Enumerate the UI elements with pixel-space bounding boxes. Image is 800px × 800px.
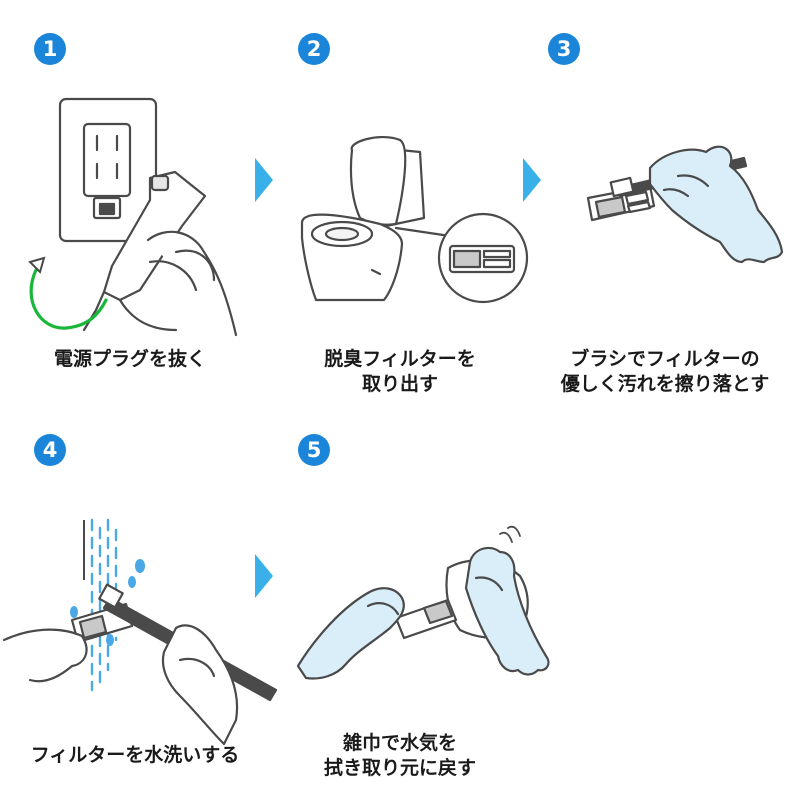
arrow-2-to-3 [523, 158, 541, 202]
step-5-badge: 5 [298, 434, 330, 466]
step-1-badge: 1 [34, 33, 66, 65]
step-1-caption: 電源プラグを抜く [53, 348, 206, 370]
power-cord [29, 268, 108, 330]
step-4-caption: フィルターを水洗いする [30, 744, 240, 766]
brush-illustration [586, 145, 784, 264]
toilet-icon [300, 136, 426, 302]
step-3-badge: 3 [548, 33, 580, 65]
step-3-caption: ブラシでフィルターの 優しく汚れを擦り落とす [560, 348, 770, 395]
arrow-1-to-2 [255, 158, 273, 202]
step-5-caption: 雑巾で水気を 拭き取り元に戻す [323, 732, 476, 779]
unplug-illustration [28, 97, 238, 337]
arrow-4-to-5 [255, 554, 273, 598]
toilet-illustration [300, 136, 529, 304]
filter-icon [586, 184, 656, 222]
step-2-caption: 脱臭フィルターを 取り出す [324, 348, 476, 395]
filter-icon [394, 598, 458, 640]
step-4-badge: 4 [34, 434, 66, 466]
glove-icon [296, 587, 405, 680]
step-2-badge: 2 [298, 33, 330, 65]
